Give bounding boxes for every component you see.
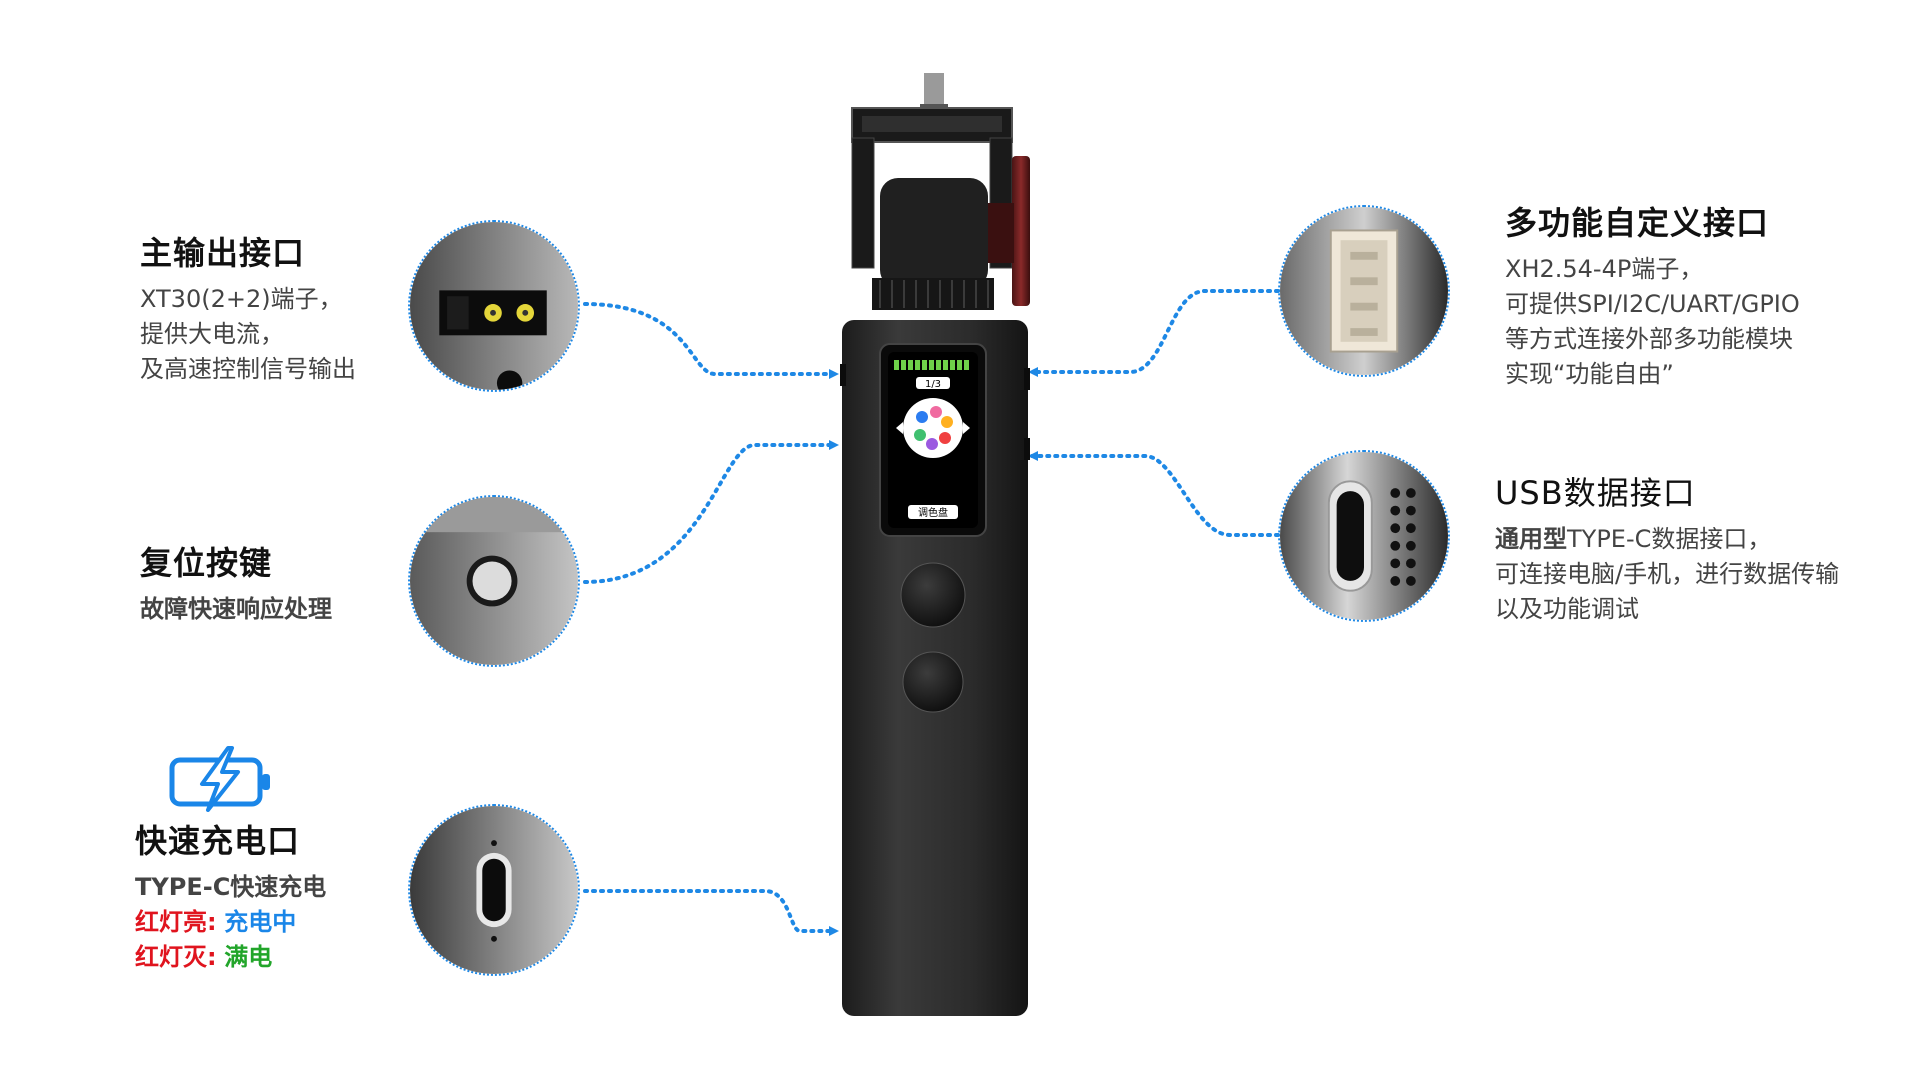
device-button-lower[interactable] <box>902 651 964 713</box>
callout-title: 主输出接口 <box>140 234 306 272</box>
callout-reset: 复位按键 故障快速响应处理 <box>140 538 332 627</box>
charge-status-on: 红灯亮: 充电中 <box>135 905 326 940</box>
callout-line: 故障快速响应处理 <box>140 595 332 623</box>
callout-line: 实现“功能自由” <box>1505 360 1674 388</box>
connector-main-output <box>583 302 839 379</box>
callout-line: 可连接电脑/手机，进行数据传输 <box>1495 560 1840 588</box>
callout-line: TYPE-C快速充电 <box>135 873 327 901</box>
charge-status-off: 红灯灭: 满电 <box>135 940 326 975</box>
red-on-label: 红灯亮: <box>135 908 217 936</box>
device-button-upper[interactable] <box>900 562 966 628</box>
reset-button-closeup <box>408 495 580 667</box>
callout-title: USB数据接口 <box>1495 474 1696 512</box>
callout-line: 以及功能调试 <box>1495 595 1639 623</box>
red-off-label: 红灯灭: <box>135 943 217 971</box>
callout-line: 通用型TYPE-C数据接口， <box>1495 522 1839 557</box>
callout-fast-charge: 快速充电口 TYPE-C快速充电 红灯亮: 充电中 红灯灭: 满电 <box>135 816 326 975</box>
callout-line: 等方式连接外部多功能模块 <box>1505 325 1793 353</box>
usb-bold-prefix: 通用型 <box>1495 525 1567 553</box>
callout-main-output: 主输出接口 XT30(2+2)端子， 提供大电流， 及高速控制信号输出 <box>140 228 356 387</box>
xh-connector-closeup <box>1278 205 1450 377</box>
callout-line: XH2.54-4P端子， <box>1505 255 1704 283</box>
screen-right-arrow-icon <box>963 422 970 434</box>
callout-line: XT30(2+2)端子， <box>140 285 343 313</box>
tilt-knob <box>1012 156 1030 306</box>
red-on-state: 充电中 <box>224 908 297 936</box>
handheld-device: 1/3 调色盘 <box>840 73 1030 1016</box>
battery-bolt-icon <box>169 746 270 812</box>
connector-reset <box>583 440 839 584</box>
red-off-state: 满电 <box>224 943 273 971</box>
callout-line: 可提供SPI/I2C/UART/GPIO <box>1505 290 1800 318</box>
fast-charge-port-closeup <box>408 804 580 976</box>
callout-line: 提供大电流， <box>140 320 284 348</box>
callout-usb: USB数据接口 通用型TYPE-C数据接口， 可连接电脑/手机，进行数据传输 以… <box>1495 468 1839 627</box>
usb-line-rest: TYPE-C数据接口， <box>1567 525 1772 553</box>
connector-usb <box>1028 451 1280 537</box>
callout-multi-port: 多功能自定义接口 XH2.54-4P端子， 可提供SPI/I2C/UART/GP… <box>1505 198 1800 392</box>
connector-fast-charge <box>583 889 839 936</box>
callout-line: 及高速控制信号输出 <box>140 355 356 383</box>
callout-title: 多功能自定义接口 <box>1505 204 1770 242</box>
connector-multi-port <box>1028 289 1280 377</box>
usb-data-port-closeup <box>1278 450 1450 622</box>
mount-screw <box>924 73 944 107</box>
screen-page-indicator: 1/3 <box>925 379 941 390</box>
callout-title: 快速充电口 <box>135 822 301 860</box>
xt30-port-closeup <box>408 220 580 392</box>
screen-left-arrow-icon <box>896 422 903 434</box>
screen-label: 调色盘 <box>918 506 948 519</box>
callout-title: 复位按键 <box>140 544 273 582</box>
ball-head <box>880 178 988 288</box>
battery-level-bar <box>894 360 969 370</box>
